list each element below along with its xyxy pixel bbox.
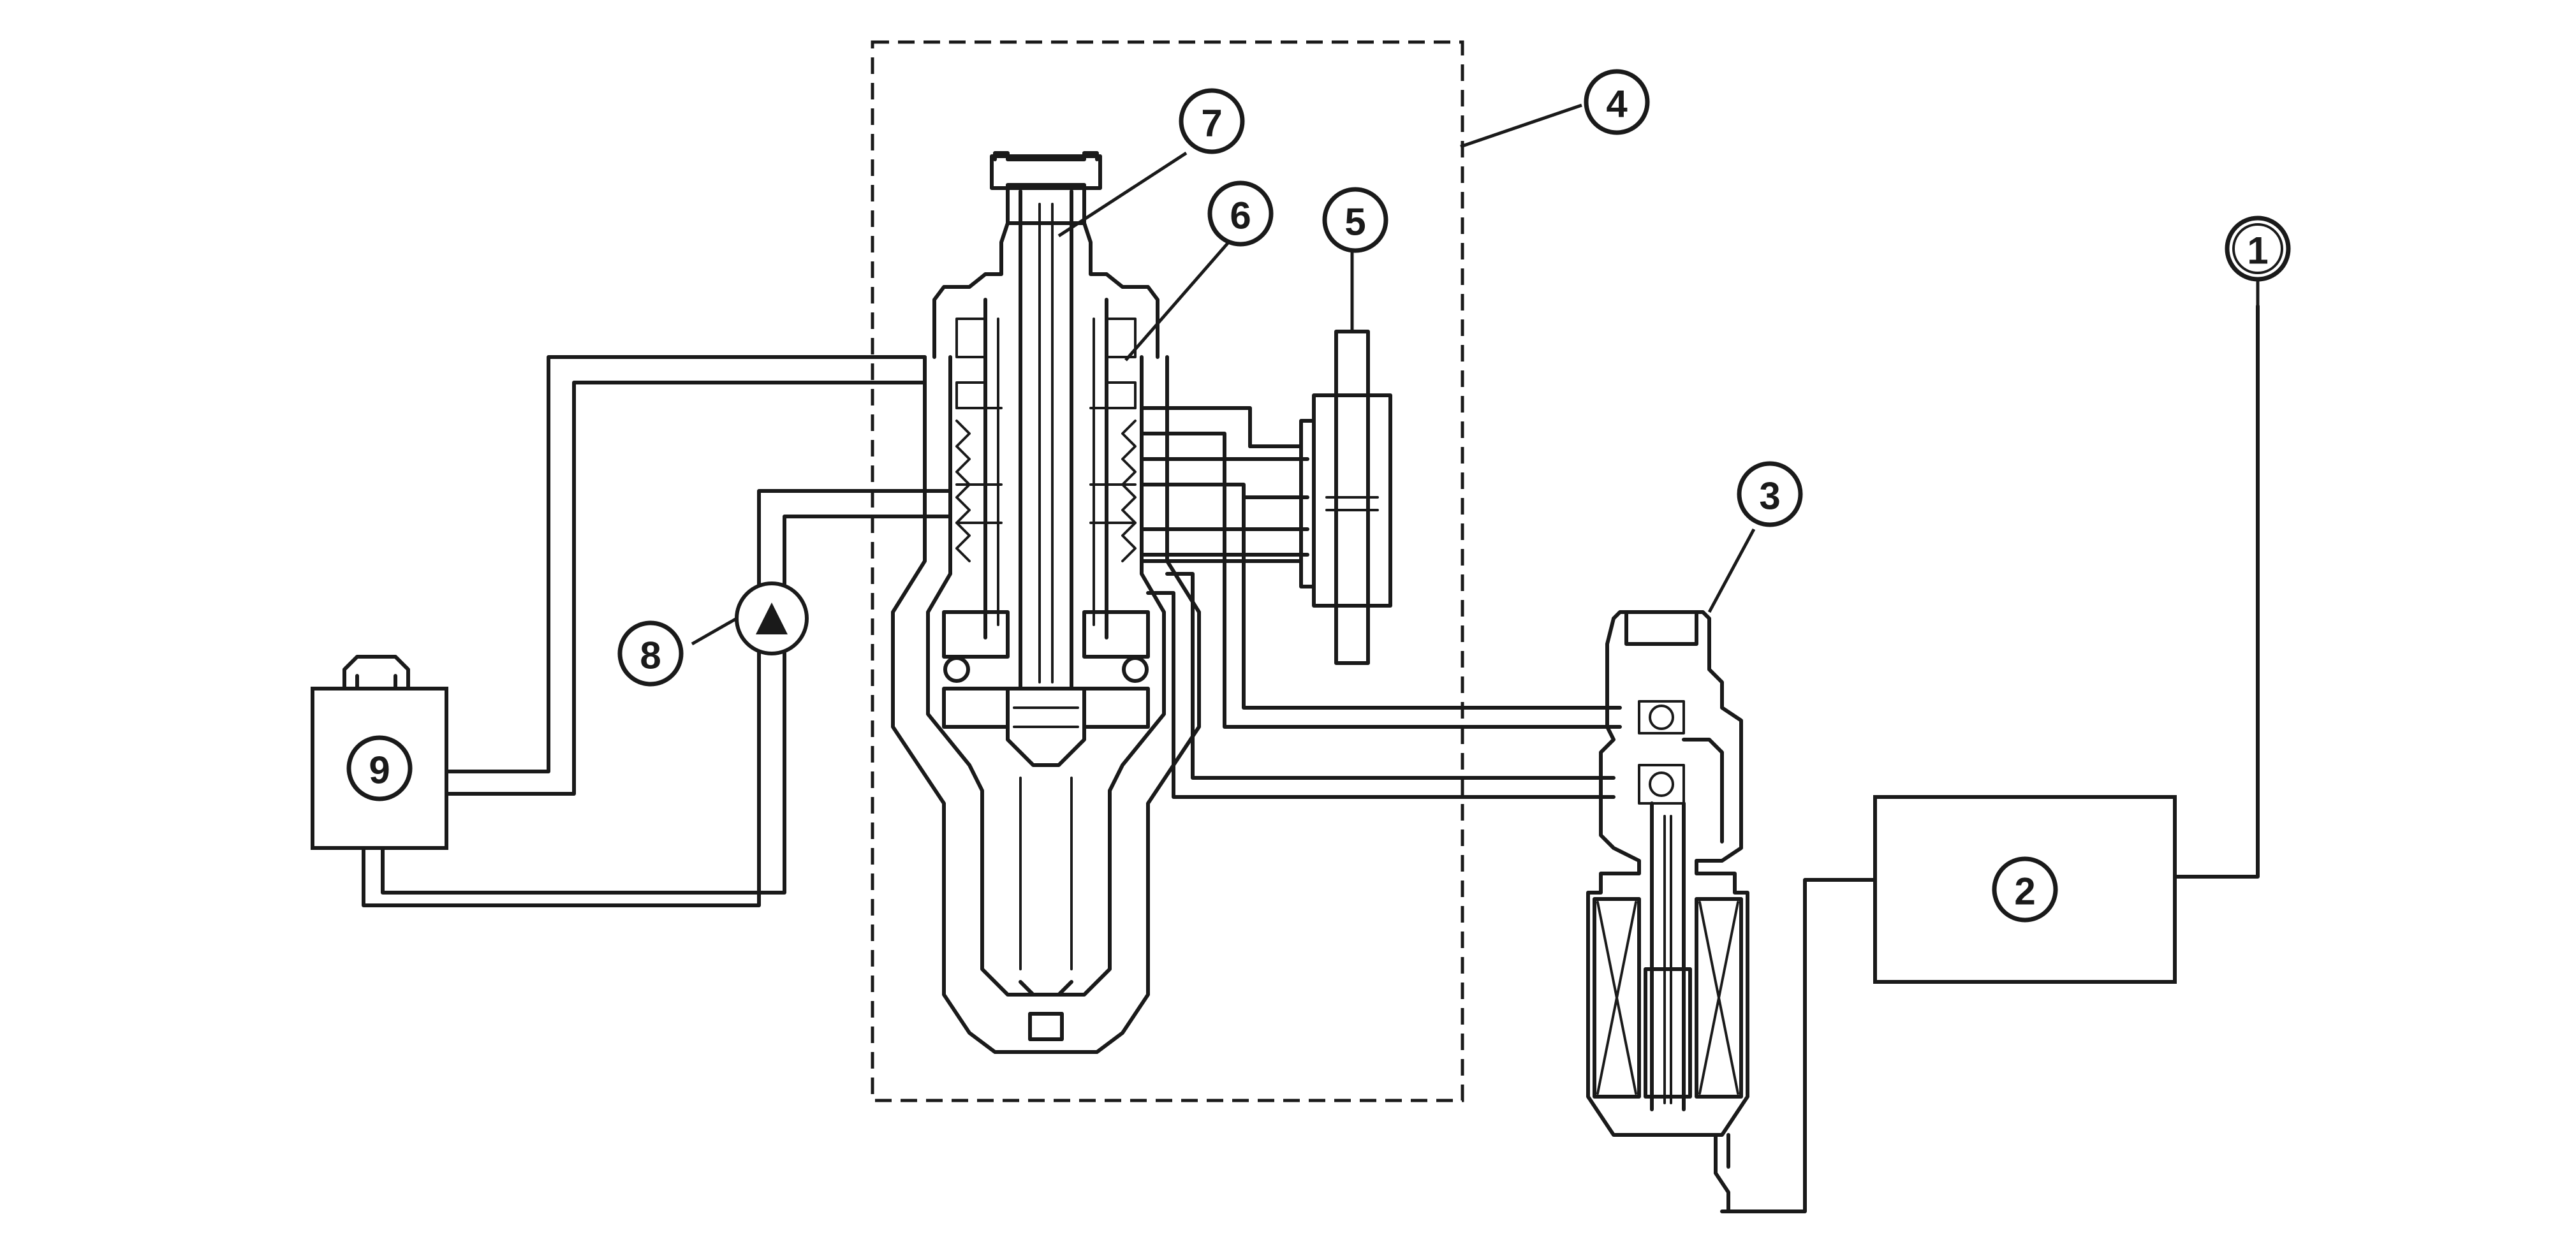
callout-2: 2 — [1992, 856, 2058, 923]
svg-text:3: 3 — [1759, 475, 1780, 518]
svg-text:4: 4 — [1606, 83, 1628, 126]
svg-text:5: 5 — [1344, 201, 1365, 244]
component-3-solenoid-valve — [1586, 610, 1877, 1213]
svg-text:2: 2 — [2014, 870, 2035, 913]
component-5-flange — [1140, 330, 1392, 665]
reservoir-piping — [362, 355, 952, 907]
assembly-boundary-dashed-box — [871, 40, 1464, 1102]
callout-7: 7 — [1179, 88, 1245, 154]
cylinder-port-piping — [1140, 406, 1622, 799]
svg-text:6: 6 — [1230, 194, 1251, 237]
callout-4: 4 — [1584, 69, 1650, 135]
svg-text:9: 9 — [369, 749, 390, 792]
callout-6: 6 — [1207, 180, 1274, 247]
svg-text:1: 1 — [2247, 230, 2268, 272]
callout-3: 3 — [1737, 461, 1803, 527]
callout-5: 5 — [1322, 187, 1388, 253]
controller-to-source-line — [2173, 304, 2260, 879]
central-cylinder-assembly — [891, 151, 1201, 1054]
svg-text:7: 7 — [1201, 102, 1222, 145]
component-8-pump — [735, 581, 809, 655]
callout-9: 9 — [346, 735, 413, 801]
callout-leader-lines — [691, 103, 2260, 646]
callout-1: 1 — [2225, 216, 2291, 282]
callout-8: 8 — [617, 620, 684, 687]
svg-text:8: 8 — [640, 634, 661, 677]
